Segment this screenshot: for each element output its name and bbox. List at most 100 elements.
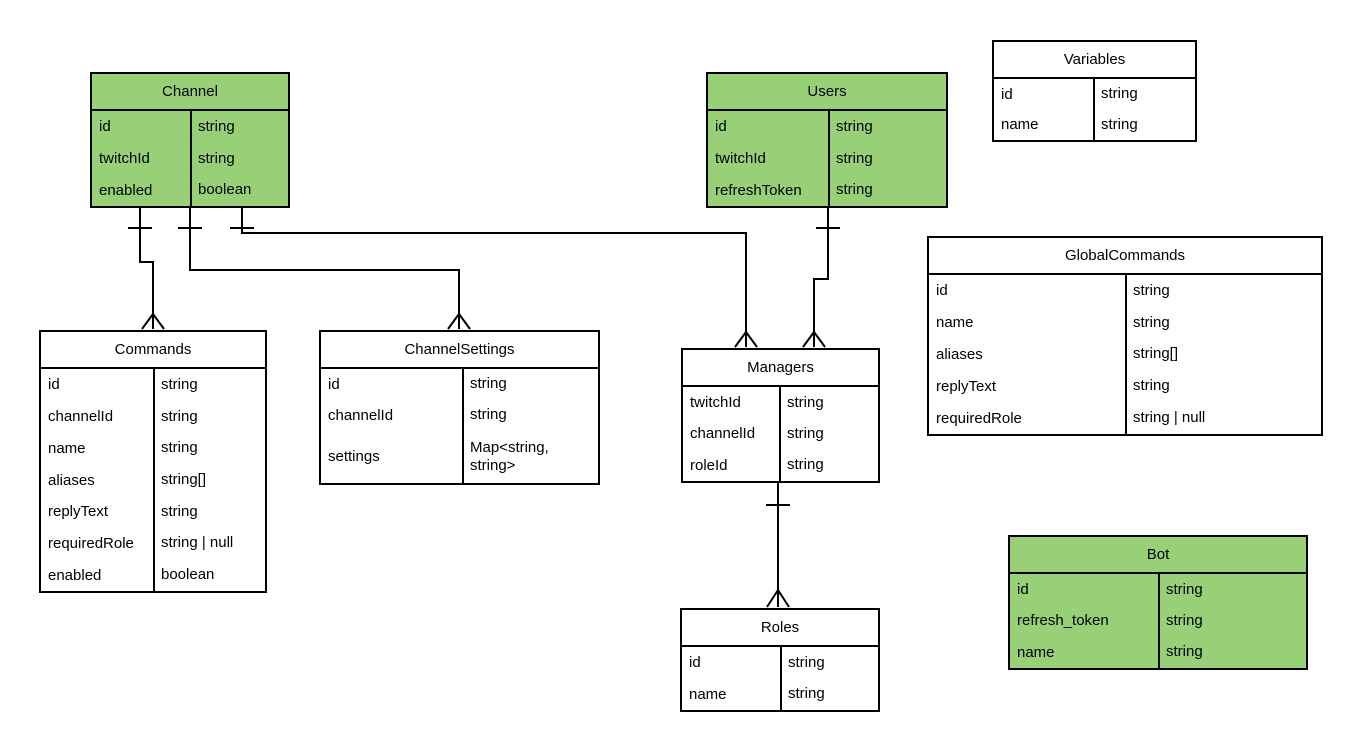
connector-line xyxy=(139,207,154,329)
connector-line xyxy=(813,207,829,347)
field-type: string xyxy=(1158,605,1306,637)
field-name: settings xyxy=(328,448,380,466)
entity-field-row: channelId string xyxy=(683,418,878,450)
field-name: id xyxy=(1001,85,1013,103)
entity-field-row: name string xyxy=(682,678,878,710)
entity-title: Bot xyxy=(1010,537,1306,574)
entity-field-row: refresh_token string xyxy=(1010,605,1306,637)
field-type: string xyxy=(153,369,265,401)
field-name: refreshToken xyxy=(715,181,802,199)
field-type: string xyxy=(153,495,265,528)
entity-field-row: id string xyxy=(708,111,946,143)
field-name: aliases xyxy=(936,345,983,363)
field-type: boolean xyxy=(153,559,265,592)
entity-field-row: refreshToken string xyxy=(708,174,946,207)
connector-channel-commands xyxy=(128,207,165,330)
connector-line xyxy=(189,207,460,329)
field-name: id xyxy=(1017,581,1029,599)
field-name: channelId xyxy=(48,408,114,426)
field-type: string xyxy=(1125,275,1321,307)
field-type: string xyxy=(779,418,878,450)
field-name: refresh_token xyxy=(1017,612,1109,630)
entity-field-row: id string xyxy=(92,111,288,143)
field-type: string xyxy=(462,369,598,400)
field-type: string xyxy=(153,432,265,465)
field-name: id xyxy=(99,118,111,136)
entity-fields: id string name string xyxy=(994,79,1195,140)
entity-field-row: name string xyxy=(994,109,1195,140)
connector-channel-channelsettings xyxy=(178,207,471,330)
entity-field-row: name string xyxy=(929,306,1321,339)
field-type: string xyxy=(780,678,878,710)
field-name: name xyxy=(689,685,727,703)
field-type: string xyxy=(1093,79,1195,110)
entity-title: GlobalCommands xyxy=(929,238,1321,275)
crow-foot-many xyxy=(766,589,790,608)
field-type: string xyxy=(779,387,878,419)
field-type: string xyxy=(828,111,946,143)
field-name: replyText xyxy=(48,503,109,521)
field-name: id xyxy=(715,118,727,136)
field-type: string xyxy=(1125,306,1321,339)
field-name: name xyxy=(936,314,974,332)
entity-field-row: requiredRole string | null xyxy=(929,402,1321,434)
field-type: string | null xyxy=(1125,402,1321,434)
crow-foot-many xyxy=(734,331,758,348)
field-name: twitchId xyxy=(99,150,150,167)
connector-users-managers xyxy=(802,207,840,348)
entity-field-row: aliases string[] xyxy=(929,338,1321,371)
connector-channel-managers xyxy=(230,207,758,348)
field-type: string xyxy=(190,111,288,143)
field-name: name xyxy=(1001,116,1039,134)
entity-title: Roles xyxy=(682,610,878,647)
field-name: aliases xyxy=(48,471,95,489)
entity-title: Channel xyxy=(92,74,288,111)
field-name: name xyxy=(1017,643,1055,661)
field-type: string xyxy=(1158,636,1306,668)
field-type: string | null xyxy=(153,527,265,560)
entity-field-row: replyText string xyxy=(41,495,265,528)
field-name: roleId xyxy=(690,456,728,474)
field-type: string[] xyxy=(1125,338,1321,371)
field-type: string xyxy=(780,647,878,679)
field-name: requiredRole xyxy=(936,409,1022,427)
field-name: channelId xyxy=(690,425,756,443)
field-name: twitchId xyxy=(690,394,741,412)
field-type: boolean xyxy=(190,174,288,207)
entity-field-row: requiredRole string | null xyxy=(41,527,265,560)
crow-foot-many xyxy=(447,313,471,330)
field-type: string xyxy=(1093,109,1195,140)
entity-title: Managers xyxy=(683,350,878,387)
connector-managers-roles xyxy=(766,482,790,608)
field-name: requiredRole xyxy=(48,534,134,552)
field-name: replyText xyxy=(936,377,997,395)
connector-line xyxy=(241,207,747,347)
field-type: string xyxy=(153,400,265,433)
field-type: string xyxy=(828,174,946,207)
